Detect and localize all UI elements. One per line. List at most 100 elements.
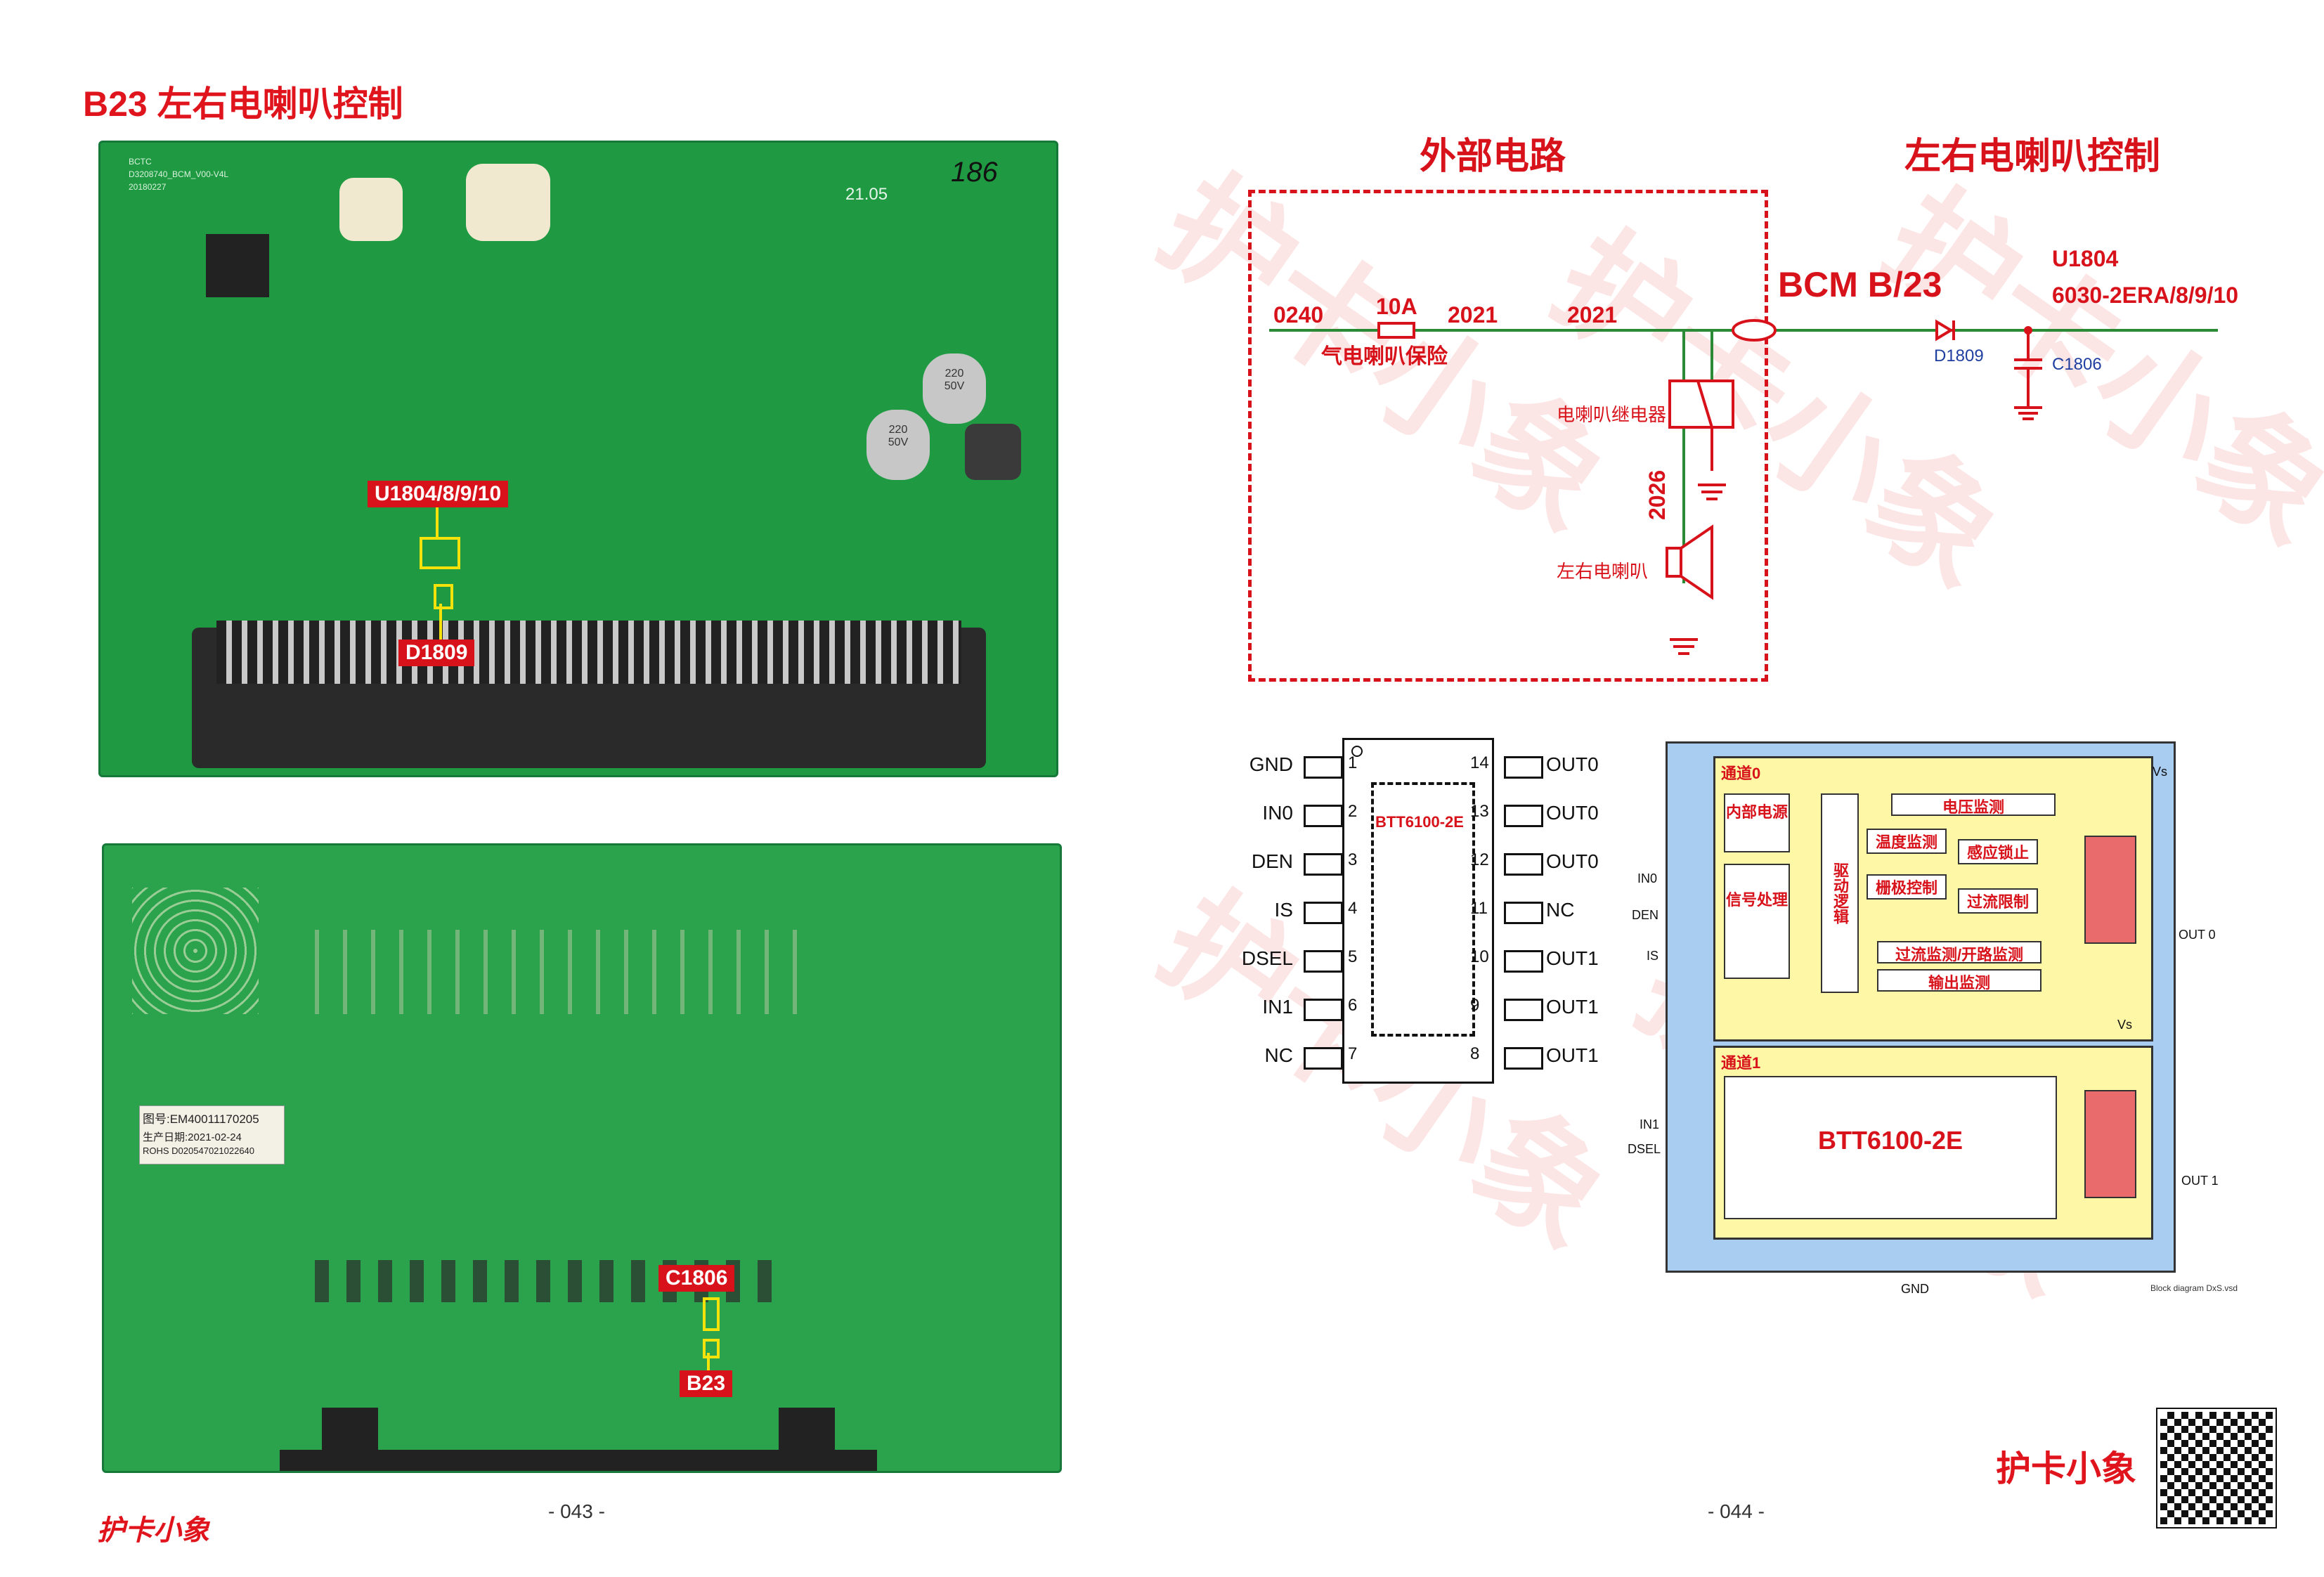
- channel-box: [1371, 782, 1475, 1037]
- voltage-monitor-block: 电压监测: [1891, 793, 2056, 816]
- pin-pad: [1304, 999, 1343, 1021]
- ic-ref: U1804: [2052, 246, 2119, 271]
- internal-power-block: 内部电源: [1724, 793, 1790, 852]
- relay-label: 电喇叭继电器: [1557, 404, 1667, 425]
- pin-label-in1: IN1: [1640, 1117, 1660, 1131]
- horn-label: 左右电喇叭: [1557, 561, 1649, 582]
- temp-monitor-block: 温度监测: [1867, 829, 1947, 854]
- pin-number: 7: [1348, 1044, 1358, 1063]
- vs-label: Vs: [2153, 765, 2168, 779]
- sticker-line: ROHS D020547021022640: [143, 1146, 255, 1156]
- qr-code-icon: [2156, 1408, 2277, 1529]
- channel-1: 通道1 BTT6100-2E: [1713, 1046, 2153, 1240]
- pin-pad: [1504, 805, 1543, 827]
- pin-pad: [1304, 756, 1343, 779]
- pin-name: OUT0: [1546, 802, 1599, 824]
- connector-edge: [280, 1450, 877, 1471]
- mcu-chip: [206, 234, 269, 297]
- connector-label: BCM B/23: [1778, 265, 1942, 304]
- channel-0-label: 通道0: [1721, 765, 1761, 782]
- page-number: - 043 -: [548, 1500, 605, 1522]
- capacitor: [339, 178, 403, 241]
- block-diagram: 通道0 内部电源 信号处理 驱动逻辑 电压监测 温度监测 感应锁止 栅极控制 过…: [1666, 741, 2176, 1273]
- leader-line: [436, 507, 439, 537]
- silkscreen: 20180227: [129, 182, 167, 192]
- pin-pad: [1304, 853, 1343, 876]
- output-monitor-block: 输出监测: [1877, 969, 2041, 992]
- highlight-d1809: [434, 584, 453, 609]
- callout-c1806: C1806: [658, 1265, 735, 1292]
- pin-label-out1: OUT 1: [2181, 1174, 2219, 1188]
- net-2021: 2021: [1448, 302, 1498, 327]
- ic-part: 6030-2ERA/8/9/10: [2052, 283, 2239, 308]
- pin-name: IN1: [1262, 996, 1293, 1018]
- diagram-caption: Block diagram DxS.vsd: [2150, 1283, 2238, 1293]
- pin-pad: [1304, 902, 1343, 924]
- pin-label-out0: OUT 0: [2179, 928, 2216, 942]
- pin-number: 3: [1348, 850, 1358, 869]
- transistor: [322, 1408, 378, 1450]
- oc-open-monitor-block: 过流监测/开路监测: [1877, 941, 2041, 963]
- sticker-line: 图号:EM40011170205: [143, 1112, 259, 1126]
- connector-pins: [216, 621, 961, 684]
- pin-number: 10: [1470, 947, 1489, 966]
- pin-number: 13: [1470, 802, 1489, 821]
- ic-pinout-body: BTT6100-2E: [1342, 738, 1494, 1084]
- pin-label-is: IS: [1647, 949, 1659, 963]
- overcurrent-limit-block: 过流限制: [1958, 888, 2038, 914]
- channel-1-label: 通道1: [1721, 1054, 1761, 1072]
- pin-pad: [1504, 1047, 1543, 1070]
- net-2021: 2021: [1567, 302, 1618, 327]
- mosfet-icon: [2084, 1090, 2136, 1198]
- pcb-bottom-photo: 图号:EM40011170205 生产日期:2021-02-24 ROHS D0…: [102, 843, 1062, 1473]
- net-0240: 0240: [1273, 302, 1324, 327]
- pcb-top-photo: BCTC D3208740_BCM_V00-V4L 20180227 186 2…: [98, 141, 1058, 777]
- pin-pad: [1504, 902, 1543, 924]
- sticker-line: 生产日期:2021-02-24: [143, 1131, 242, 1143]
- page-title: B23 左右电喇叭控制: [83, 84, 403, 124]
- pin-name: GND: [1249, 753, 1293, 775]
- pin-pad: [1504, 853, 1543, 876]
- capacitor: 220 50V: [923, 353, 986, 424]
- callout-d1809: D1809: [398, 640, 475, 666]
- pin-number: 1: [1348, 753, 1358, 772]
- pin-pad: [1304, 950, 1343, 973]
- signal-processing-block: 信号处理: [1724, 864, 1790, 979]
- pin-number: 4: [1348, 899, 1358, 918]
- silkscreen: BCTC: [129, 157, 152, 167]
- page-number: - 044 -: [1708, 1500, 1765, 1522]
- pin-number: 9: [1470, 996, 1480, 1015]
- callout-b23: B23: [680, 1370, 733, 1397]
- highlight-b23: [703, 1339, 720, 1358]
- pin-name: NC: [1546, 899, 1575, 921]
- callout-u1804: U1804/8/9/10: [368, 481, 509, 507]
- capacitor: 220 50V: [866, 410, 930, 480]
- heading-horn-control: 左右电喇叭控制: [1904, 136, 2161, 177]
- pin-number: 12: [1470, 850, 1489, 869]
- leader-line: [439, 604, 442, 640]
- component-row: [315, 930, 807, 1014]
- cap-label: C1806: [2052, 355, 2102, 374]
- capacitor: [466, 164, 550, 241]
- channel-0: 通道0 内部电源 信号处理 驱动逻辑 电压监测 温度监测 感应锁止 栅极控制 过…: [1713, 756, 2153, 1041]
- pin-label-gnd: GND: [1901, 1282, 1929, 1296]
- inductor: [965, 424, 1021, 480]
- pin-number: 11: [1470, 899, 1488, 918]
- pin-name: IN0: [1262, 802, 1293, 824]
- chip-label: BTT6100-2E: [1375, 813, 1464, 831]
- date-mark: 21.05: [845, 185, 888, 204]
- pin-pad: [1504, 756, 1543, 779]
- pin-name: IS: [1274, 899, 1293, 921]
- gate-control-block: 栅极控制: [1867, 874, 1947, 900]
- pin-number: 14: [1470, 753, 1489, 772]
- external-circuit-frame: [1248, 190, 1768, 682]
- vs-label: Vs: [2117, 1018, 2133, 1032]
- diode-label: D1809: [1934, 346, 1984, 365]
- pin-row-right: 13 OUT0: [1470, 800, 1644, 829]
- pin-number: 6: [1348, 996, 1358, 1015]
